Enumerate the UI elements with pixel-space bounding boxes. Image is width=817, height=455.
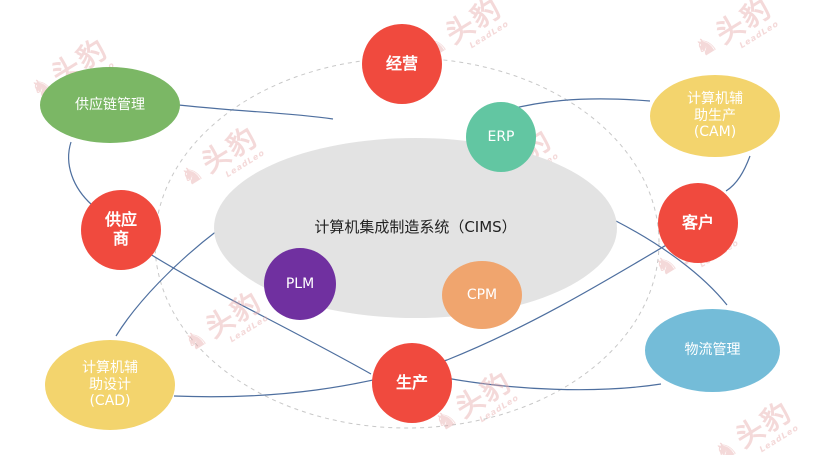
supplier-node: 供应 商: [81, 190, 161, 270]
line-supply-chain-to-supplier: [68, 141, 93, 206]
production-node: 生产: [372, 343, 452, 423]
supply-chain-management-node: 供应链管理: [40, 67, 180, 143]
erp-node: ERP: [466, 102, 536, 172]
cad-node: 计算机辅 助设计 (CAD): [45, 340, 175, 430]
cpm-node: CPM: [442, 261, 522, 329]
leadleo-logo-icon: ♞: [709, 432, 743, 455]
logistics-management-node: 物流管理: [645, 309, 780, 392]
leadleo-logo-icon: ♞: [179, 322, 213, 358]
plm-node: PLM: [264, 248, 336, 320]
line-cam-to-customer: [725, 155, 751, 192]
line-production-to-logistics: [445, 377, 662, 391]
customer-node: 客户: [658, 183, 738, 263]
operation-node: 经营: [362, 24, 442, 104]
leadleo-watermark-9: ♞头豹 LeadLeo: [704, 391, 802, 455]
leadleo-logo-icon: ♞: [175, 157, 209, 193]
cam-node: 计算机辅 助生产 (CAM): [650, 75, 780, 157]
line-supply-chain-to-center: [169, 103, 334, 120]
leadleo-watermark-5: ♞头豹 LeadLeo: [689, 0, 781, 64]
leadleo-watermark-6: ♞头豹 LeadLeo: [179, 284, 271, 358]
leadleo-logo-icon: ♞: [689, 28, 723, 64]
